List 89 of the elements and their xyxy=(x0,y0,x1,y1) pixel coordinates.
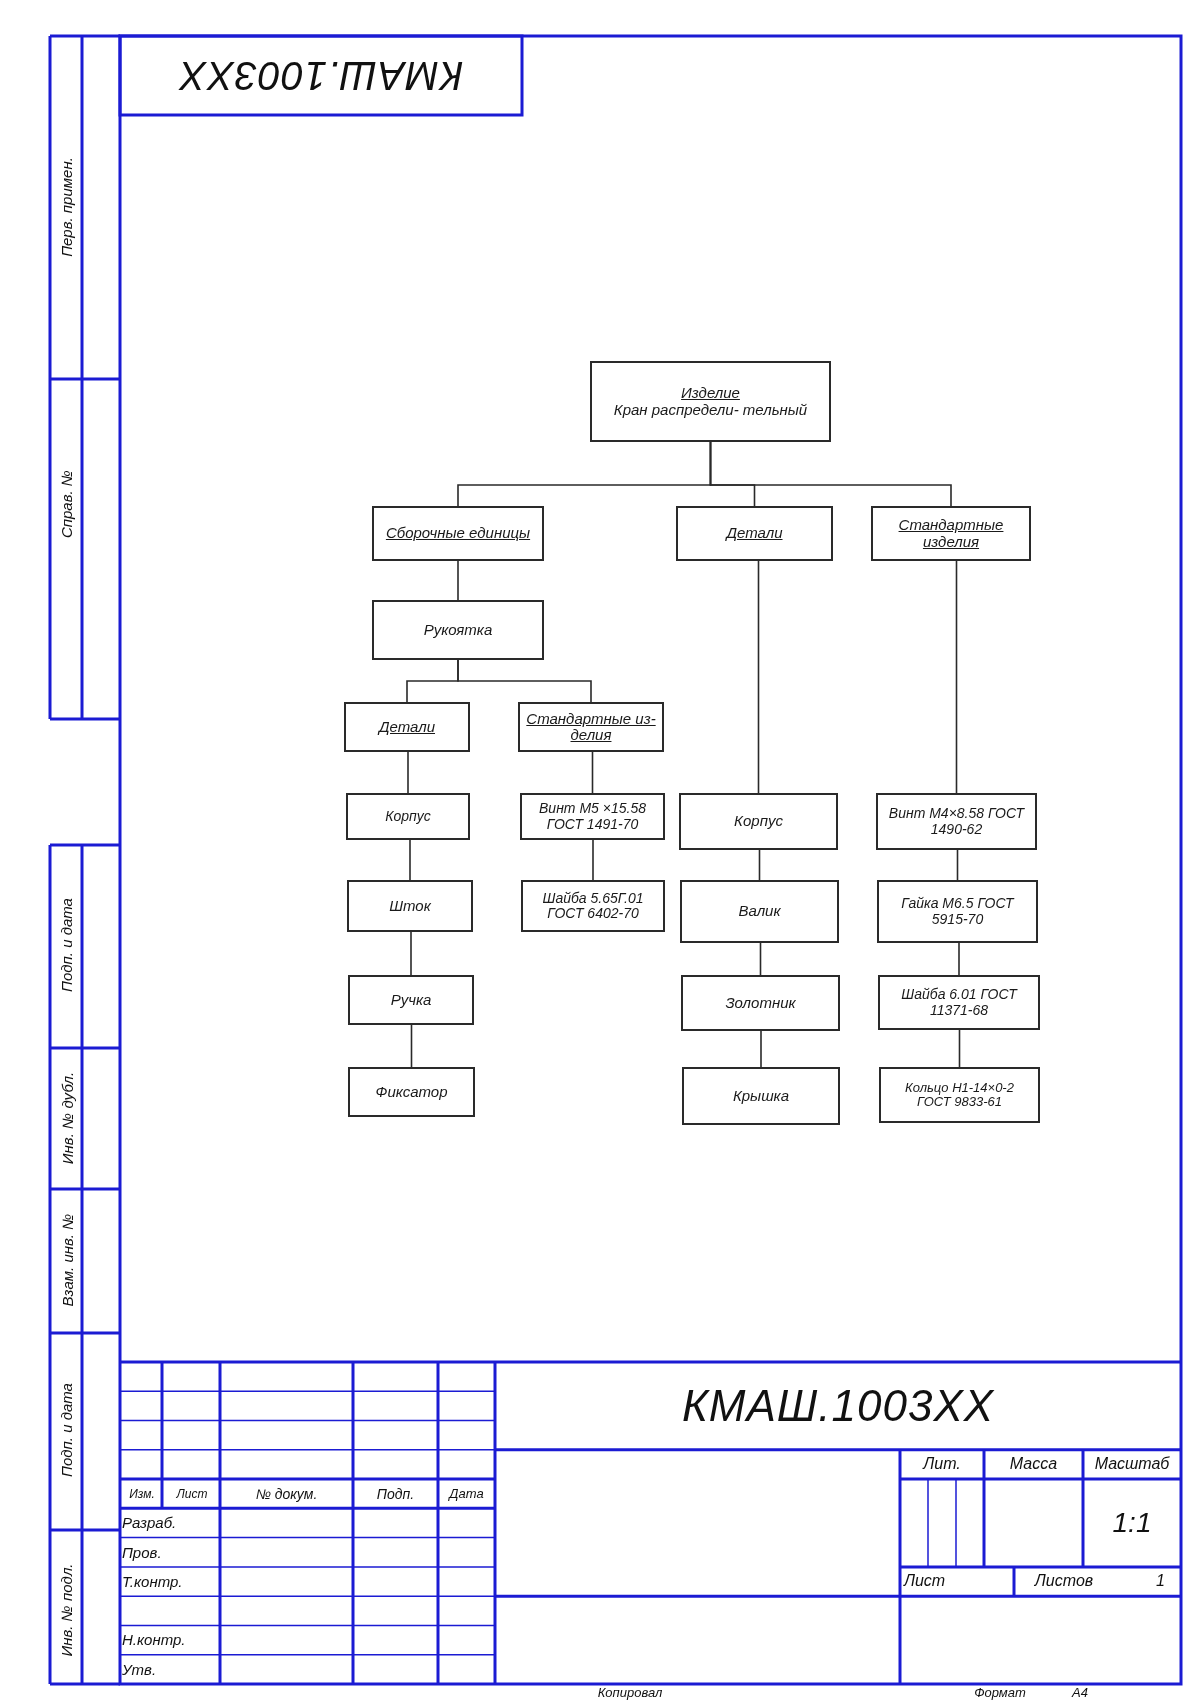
heading-text: Детали xyxy=(726,525,783,542)
title-block-text: Лист xyxy=(175,1485,209,1503)
tree-box xyxy=(372,506,544,561)
title-block-text: Подп. и дата xyxy=(56,897,76,994)
tree-box xyxy=(876,793,1037,850)
node-label: Корпус xyxy=(385,808,431,825)
title-block-text: Подп. xyxy=(375,1484,416,1504)
title-block-text: Н.контр. xyxy=(122,1630,187,1651)
title-block-text: Формат xyxy=(973,1686,1027,1699)
title-block-text: Масштаб xyxy=(1093,1454,1171,1475)
connector-line xyxy=(760,1030,762,1068)
connector-line xyxy=(757,560,760,794)
connector-line xyxy=(591,751,594,794)
tree-box xyxy=(348,1067,475,1117)
node-label: Шайба 6.01 ГОСТ 11371-68 xyxy=(900,987,1019,1018)
node-label: Крышка xyxy=(732,1087,790,1105)
connector-line xyxy=(410,1024,413,1068)
title-block-text: Подп. и дата xyxy=(56,1382,76,1479)
node-label: Фиксатор xyxy=(375,1083,448,1101)
tree-box xyxy=(879,1067,1040,1123)
tree-box xyxy=(346,793,470,840)
tree-box xyxy=(372,600,544,660)
title-block-text: Перв. примен. xyxy=(56,156,76,259)
title-block-text: Масса xyxy=(1008,1454,1059,1475)
title-block-text: Лит. xyxy=(921,1454,962,1475)
title-block-text: № докум. xyxy=(254,1484,319,1504)
connector-line xyxy=(709,441,952,507)
tree-box xyxy=(680,880,839,943)
connector-line xyxy=(407,751,409,794)
node-label: Ручка xyxy=(390,991,432,1009)
connector-line xyxy=(592,839,594,881)
tree-box xyxy=(878,975,1040,1030)
title-block-text: Листов xyxy=(1033,1571,1095,1592)
connector-line xyxy=(409,839,411,881)
node-label: Шток xyxy=(389,897,431,915)
tree-box xyxy=(877,880,1038,943)
connector-line xyxy=(759,942,762,976)
connector-line xyxy=(457,659,592,703)
node-label: Золотник xyxy=(725,994,796,1012)
tree-box xyxy=(676,506,833,561)
tree-box xyxy=(344,702,470,752)
title-block-text: Инв. № подл. xyxy=(56,1562,76,1659)
node-label: Кольцо Н1-14×0-2 ГОСТ 9833-61 xyxy=(904,1080,1015,1110)
title-block-text: Взам. инв. № xyxy=(56,1212,76,1309)
tree-box xyxy=(679,793,838,850)
tree-box xyxy=(682,1067,840,1125)
title-block-text: Изм. xyxy=(128,1485,156,1503)
node-label: Рукоятка xyxy=(423,621,493,639)
title-block-text: Разраб. xyxy=(122,1513,178,1534)
connector-line xyxy=(958,1029,961,1068)
title-block-text: Копировал xyxy=(596,1686,664,1699)
title-block-text: Пров. xyxy=(122,1542,163,1563)
node-label: Шайба 5.65Г.01 ГОСТ 6402-70 xyxy=(541,890,645,922)
node-label: Винт М5 ×15.58 ГОСТ 1491-70 xyxy=(538,801,647,832)
tree-box xyxy=(871,506,1031,561)
title-block-text: Дата xyxy=(447,1485,485,1504)
tree-box xyxy=(521,880,665,932)
node-label: Валик xyxy=(738,903,781,920)
node-label: Гайка М6.5 ГОСТ 5915-70 xyxy=(900,896,1016,927)
connector-line xyxy=(958,942,960,976)
connector-line xyxy=(410,931,412,976)
title-block-text: 1 xyxy=(1155,1571,1166,1592)
node-label: Корпус xyxy=(734,813,783,830)
heading-text: Стандартные из- делия xyxy=(526,710,656,744)
heading-text: Детали xyxy=(378,718,435,736)
title-block-text: А4 xyxy=(1070,1686,1089,1699)
drawing-code: КМАШ.1003ХХ xyxy=(680,1379,996,1432)
connector-line xyxy=(758,849,761,881)
title-block-text: Справ. № xyxy=(56,468,76,541)
node-label: Винт М4×8.58 ГОСТ 1490-62 xyxy=(887,806,1026,837)
title-block-text: Лист xyxy=(904,1571,947,1592)
drawing-code: КМАШ.1003ХХ xyxy=(177,53,465,100)
connector-line xyxy=(955,560,958,794)
heading-text: Сборочные единицы xyxy=(385,525,531,542)
title-block-text: 1:1 xyxy=(1111,1505,1153,1540)
node-label: Кран распредели- тельный xyxy=(613,401,808,418)
tree-box xyxy=(518,702,664,752)
tree-box xyxy=(347,880,473,932)
heading-text: Стандартные изделия xyxy=(897,517,1005,550)
tree-box xyxy=(681,975,840,1031)
title-block-text: Утв. xyxy=(122,1659,158,1680)
title-block-text: Инв. № дубл. xyxy=(56,1070,77,1167)
connector-line xyxy=(457,560,459,601)
heading-text: Изделие xyxy=(681,385,740,402)
title-block-text: Т.контр. xyxy=(122,1571,184,1592)
tree-box xyxy=(590,361,831,442)
tree-box xyxy=(520,793,665,840)
tree-box xyxy=(348,975,474,1025)
connector-line xyxy=(956,849,959,881)
